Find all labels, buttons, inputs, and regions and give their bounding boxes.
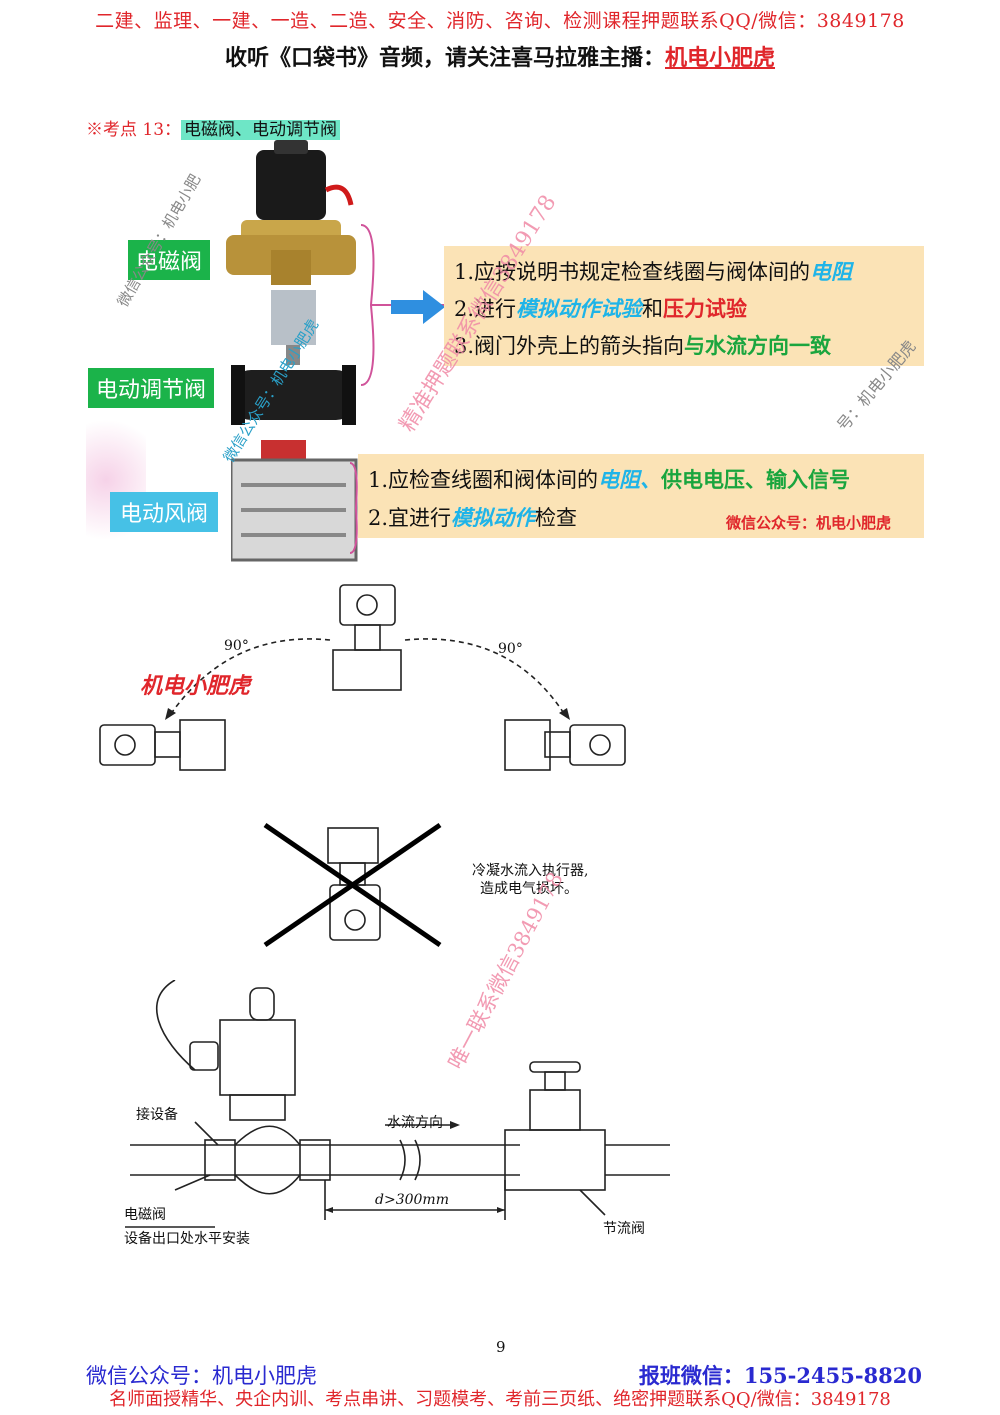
note-highlight: 模拟动作 xyxy=(451,505,536,530)
note-text: 2.宜进行 xyxy=(368,506,452,530)
note-text: 检查 xyxy=(535,506,578,530)
angle-label-right: 90° xyxy=(498,641,523,657)
page-number: 9 xyxy=(496,1338,506,1356)
footer-enroll-wechat: 报班微信：155-2455-8820 xyxy=(638,1363,922,1388)
tag-motorized-control-valve: 电动调节阀 xyxy=(88,368,215,408)
header-audio-prefix: 收听《口袋书》音频，请关注喜马拉雅主播： xyxy=(224,45,665,71)
header-contact-line: 二建、监理、一建、一造、二造、安全、消防、咨询、检测课程押题联系QQ/微信：38… xyxy=(95,10,905,32)
kaodian-title: 电磁阀、电动调节阀 xyxy=(181,120,341,140)
inverted-install-diagram xyxy=(263,822,442,948)
orientation-diagram xyxy=(99,584,626,771)
condensate-note-line-2: 造成电气损坏。 xyxy=(480,881,578,897)
header-anchor-name: 机电小肥虎 xyxy=(665,45,776,71)
label-throttle-valve: 节流阀 xyxy=(603,1221,645,1237)
note-line-2: 2.进行模拟动作试验和压力试验 xyxy=(454,293,747,323)
solenoid-valve-image xyxy=(226,140,356,285)
tag-solenoid-valve: 电磁阀 xyxy=(128,240,211,280)
label-connect-device: 接设备 xyxy=(136,1107,178,1123)
decoration xyxy=(86,400,146,560)
box-wechat-label: 微信公众号：机电小肥虎 xyxy=(726,514,892,532)
note-text: 2.进行 xyxy=(454,297,517,321)
note-text: 1.应检查线圈和阀体间的 xyxy=(368,468,599,492)
damper-notes-box: 1.应检查线圈和阀体间的电阻、供电电压、输入信号 2.宜进行模拟动作检查 微信公… xyxy=(358,454,924,538)
footer-wechat-account: 微信公众号：机电小肥虎 xyxy=(86,1364,317,1388)
piping-install-diagram xyxy=(125,980,670,1228)
note-highlight: 压力试验 xyxy=(663,296,748,321)
note-line-1: 1.应按说明书规定检查线圈与阀体间的电阻 xyxy=(454,256,852,286)
solenoid-notes-box: 1.应按说明书规定检查线圈与阀体间的电阻 2.进行模拟动作试验和压力试验 3.阀… xyxy=(444,246,924,366)
note-highlight: 与水流方向一致 xyxy=(684,333,832,358)
condensate-note-line-1: 冷凝水流入执行器, xyxy=(472,863,589,879)
angle-label-left: 90° xyxy=(224,638,249,654)
note-line-2: 2.宜进行模拟动作检查 xyxy=(368,502,577,532)
note-text: 和 xyxy=(642,297,664,321)
note-highlight: 模拟动作试验 xyxy=(516,296,643,321)
note-text: 3.阀门外壳上的箭头指向 xyxy=(454,334,685,358)
note-highlight: 供电电压、输入信号 xyxy=(661,467,851,492)
note-highlight: 电阻、 xyxy=(598,467,662,492)
note-line-3: 3.阀门外壳上的箭头指向与水流方向一致 xyxy=(454,330,831,360)
label-horizontal-install: 设备出口处水平安装 xyxy=(124,1231,250,1247)
label-solenoid-valve: 电磁阀 xyxy=(124,1207,166,1223)
note-text: 1.应按说明书规定检查线圈与阀体间的 xyxy=(454,260,811,284)
bracket-connector xyxy=(349,462,358,554)
note-highlight: 电阻 xyxy=(810,259,853,284)
tag-motorized-damper: 电动风阀 xyxy=(110,492,219,532)
label-water-flow-direction: 水流方向 xyxy=(387,1115,443,1131)
label-distance: d>300mm xyxy=(375,1192,449,1208)
note-line-1: 1.应检查线圈和阀体间的电阻、供电电压、输入信号 xyxy=(368,464,850,494)
kaodian-prefix: ※考点 13： xyxy=(86,120,182,140)
brand-logo-text: 机电小肥虎 xyxy=(140,673,251,699)
motorized-valve-image xyxy=(231,290,356,425)
header-audio-line: 收听《口袋书》音频，请关注喜马拉雅主播：机电小肥虎 xyxy=(0,40,1000,72)
motorized-damper-image xyxy=(231,440,358,562)
kaodian-heading: ※考点 13：电磁阀、电动调节阀 xyxy=(86,115,341,140)
footer-course-line: 名师面授精华、央企内训、考点串讲、习题模考、考前三页纸、绝密押题联系QQ/微信：… xyxy=(109,1389,891,1410)
arrow-right-icon xyxy=(391,290,445,324)
